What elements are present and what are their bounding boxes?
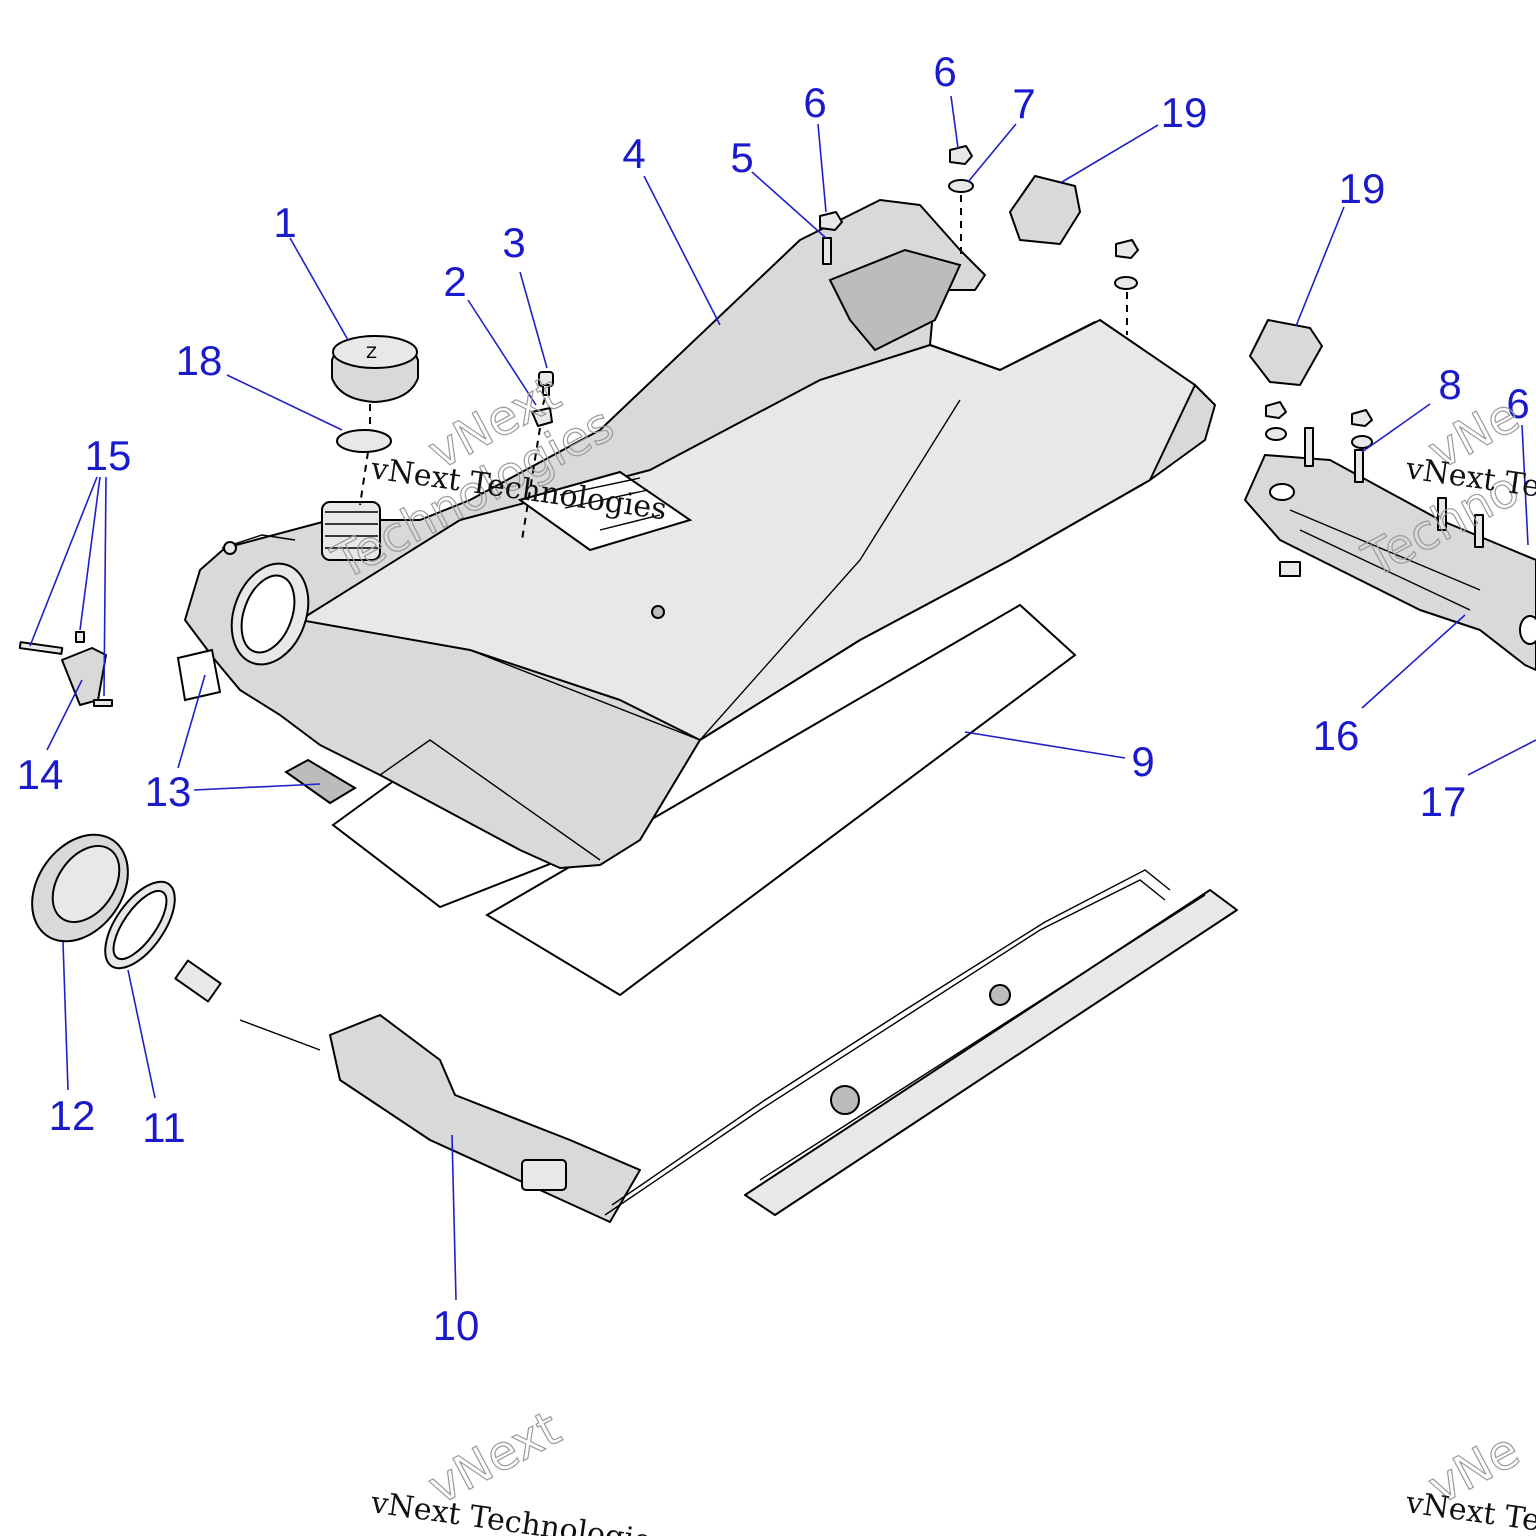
nut-c bbox=[1115, 239, 1139, 259]
lock-ring bbox=[31, 833, 129, 943]
fuel-tank bbox=[184, 199, 1216, 869]
callout-19-a: 19 bbox=[1161, 89, 1208, 136]
callout-14: 14 bbox=[17, 751, 64, 798]
bumper-right bbox=[1249, 319, 1323, 386]
callout-18: 18 bbox=[176, 337, 223, 384]
mounting-pad-sheets bbox=[331, 603, 1077, 997]
callout-10: 10 bbox=[433, 1302, 480, 1349]
clip bbox=[531, 407, 553, 427]
small-bracket bbox=[18, 631, 113, 707]
svg-text:Z: Z bbox=[366, 343, 377, 362]
washer-c bbox=[1114, 276, 1138, 290]
decal-front bbox=[176, 648, 222, 702]
callout-16: 16 bbox=[1313, 712, 1360, 759]
fuel-pump-assembly bbox=[174, 869, 1238, 1223]
callout-12: 12 bbox=[49, 1092, 96, 1139]
callout-labels: 1 2 3 4 5 6 6 6 7 8 9 10 11 12 13 14 15 … bbox=[17, 48, 1530, 1349]
watermark-text-2: vNext Technologies bbox=[368, 1485, 669, 1536]
callout-15: 15 bbox=[85, 432, 132, 479]
callout-5: 5 bbox=[730, 134, 753, 181]
callout-13: 13 bbox=[145, 768, 192, 815]
stud bbox=[822, 237, 832, 265]
callout-6-b: 6 bbox=[933, 48, 956, 95]
callout-9: 9 bbox=[1131, 738, 1154, 785]
callout-1: 1 bbox=[273, 199, 296, 246]
callout-19-b: 19 bbox=[1339, 165, 1386, 212]
callout-3: 3 bbox=[502, 219, 525, 266]
callout-17: 17 bbox=[1420, 778, 1467, 825]
callout-11: 11 bbox=[142, 1104, 186, 1151]
callout-6-c: 6 bbox=[1506, 380, 1529, 427]
callout-2: 2 bbox=[443, 258, 466, 305]
fuel-cap: Z bbox=[331, 335, 419, 403]
cap-centerline bbox=[359, 404, 371, 506]
cap-gasket bbox=[336, 429, 392, 453]
nut-b bbox=[949, 145, 973, 165]
bumper-left bbox=[1009, 175, 1081, 245]
decal-bottom bbox=[284, 758, 357, 805]
pump-seal bbox=[104, 880, 176, 970]
callout-6-a: 6 bbox=[803, 79, 826, 126]
callout-7: 7 bbox=[1012, 80, 1035, 127]
callout-8: 8 bbox=[1438, 361, 1461, 408]
nut-a bbox=[819, 211, 843, 231]
screw bbox=[538, 371, 554, 396]
washer bbox=[948, 179, 974, 193]
callout-4: 4 bbox=[622, 130, 645, 177]
leader-lines bbox=[29, 95, 1536, 1301]
